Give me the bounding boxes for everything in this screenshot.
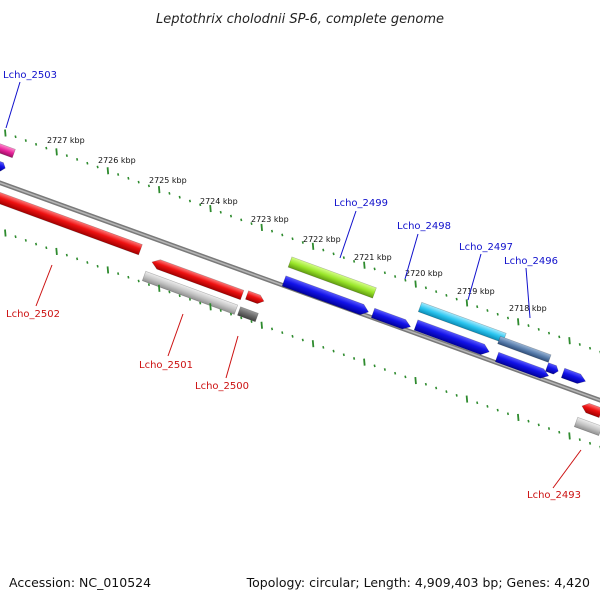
cds-lcho-2500-small[interactable] bbox=[245, 290, 265, 306]
gene-leader-line bbox=[525, 267, 531, 319]
gene-label-lcho-2499[interactable]: Lcho_2499 bbox=[334, 198, 388, 209]
scale-rail-upper bbox=[4, 129, 600, 354]
scale-tick-label: 2725 kbp bbox=[149, 176, 187, 185]
scale-tick-label: 2721 kbp bbox=[354, 253, 392, 262]
gene-label-lcho-2497[interactable]: Lcho_2497 bbox=[459, 242, 513, 253]
scale-tick-label: 2719 kbp bbox=[457, 287, 495, 296]
gene-leader-line bbox=[404, 233, 419, 280]
gene-leader-line bbox=[339, 210, 357, 259]
cds-lcho-2501[interactable] bbox=[150, 257, 245, 301]
feature-lcho-2503[interactable] bbox=[0, 142, 16, 159]
scale-tick-label: 2727 kbp bbox=[47, 136, 85, 145]
scale-tick-label: 2718 kbp bbox=[509, 304, 547, 313]
rna-lcho-2493[interactable] bbox=[573, 416, 600, 437]
gene-leader-line bbox=[552, 449, 582, 489]
scale-tick-label: 2720 kbp bbox=[405, 269, 443, 278]
scale-rail-lower bbox=[4, 229, 600, 449]
cds-lcho-2499[interactable] bbox=[281, 275, 370, 317]
feature-lcho-2500[interactable] bbox=[237, 306, 259, 323]
scale-tick-label: 2722 kbp bbox=[303, 235, 341, 244]
gene-leader-line bbox=[35, 264, 53, 307]
gene-label-lcho-2493[interactable]: Lcho_2493 bbox=[527, 490, 581, 501]
map-title: Leptothrix cholodnii SP-6, complete geno… bbox=[156, 12, 444, 27]
gene-leader-line bbox=[167, 313, 184, 357]
gene-leader-line bbox=[467, 253, 482, 301]
gene-label-lcho-2502[interactable]: Lcho_2502 bbox=[6, 309, 60, 320]
scale-tick-label: 2723 kbp bbox=[251, 215, 289, 224]
gene-label-lcho-2500[interactable]: Lcho_2500 bbox=[195, 381, 249, 392]
feature-tracks bbox=[0, 142, 600, 437]
feature-lcho-2496-dark[interactable] bbox=[497, 335, 552, 363]
cds-lcho-2498-a[interactable] bbox=[370, 307, 412, 331]
gene-leader-line bbox=[225, 335, 239, 379]
scale-tick-label: 2724 kbp bbox=[200, 197, 238, 206]
gene-label-lcho-2501[interactable]: Lcho_2501 bbox=[139, 360, 193, 371]
scale-ticks bbox=[4, 129, 600, 449]
cds-small-right-2[interactable] bbox=[560, 367, 587, 386]
cds-lcho-2496[interactable] bbox=[494, 351, 550, 380]
gene-label-lcho-2496[interactable]: Lcho_2496 bbox=[504, 256, 558, 267]
rna-lcho-2501[interactable] bbox=[141, 270, 239, 315]
cds-lcho-2498-b[interactable] bbox=[413, 319, 491, 357]
gene-label-lcho-2498[interactable]: Lcho_2498 bbox=[397, 221, 451, 232]
gene-leader-line bbox=[5, 81, 21, 129]
gene-labels: 2727 kbp 2726 kbp 2725 kbp 2724 kbp 2723 kbp… bbox=[3, 70, 582, 501]
feature-lcho-2499-highlight[interactable] bbox=[287, 256, 377, 299]
cds-small-right-1[interactable] bbox=[545, 362, 559, 376]
accession-text: Accession: NC_010524 bbox=[9, 575, 151, 590]
cds-lcho-2493[interactable] bbox=[580, 401, 600, 418]
gene-label-lcho-2503[interactable]: Lcho_2503 bbox=[3, 70, 57, 81]
scale-tick-label: 2726 kbp bbox=[98, 156, 136, 165]
cds-lcho-2502[interactable] bbox=[0, 190, 143, 256]
genome-summary-text: Topology: circular; Length: 4,909,403 bp… bbox=[246, 575, 590, 590]
cds-left-blue[interactable] bbox=[0, 159, 7, 173]
